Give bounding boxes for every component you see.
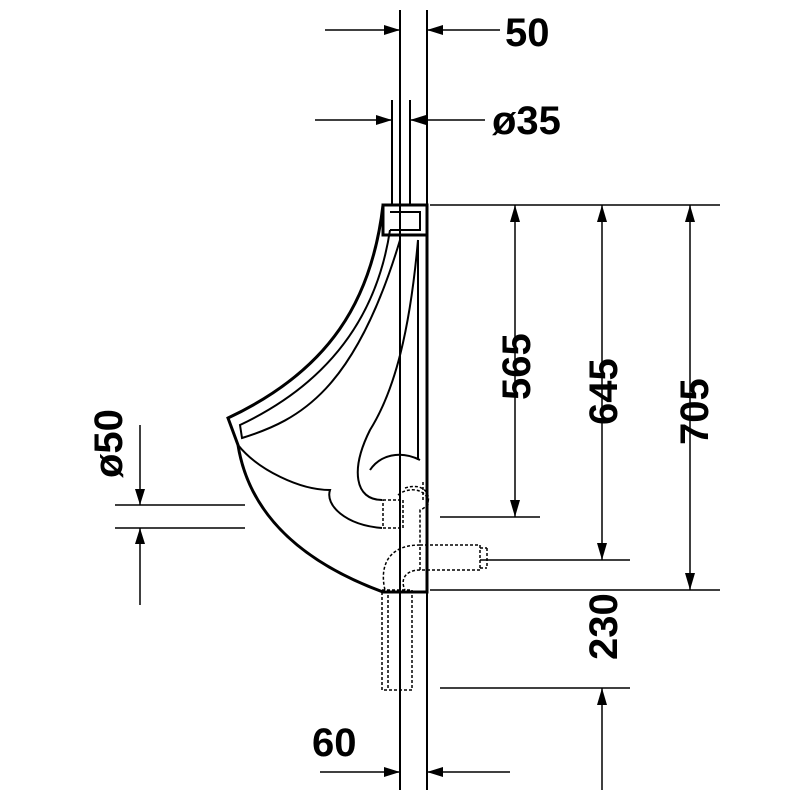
urinal-body — [226, 203, 429, 594]
dimension-d50-side: ø50 — [87, 409, 145, 605]
dim-label-50-top: 50 — [505, 11, 550, 55]
dim-label-d35: ø35 — [492, 99, 561, 143]
wall-lines — [391, 10, 428, 790]
dimension-705: 705 — [673, 205, 717, 590]
dim-label-645: 645 — [582, 358, 626, 425]
dim-label-230: 230 — [582, 593, 626, 660]
dim-label-565: 565 — [495, 333, 539, 400]
trap-dashed — [381, 482, 488, 691]
dimension-50-top: 50 — [325, 11, 550, 55]
dim-label-d50-side: ø50 — [87, 409, 131, 478]
dim-label-60: 60 — [312, 721, 357, 765]
reference-lines — [115, 204, 720, 689]
dimension-60: 60 — [312, 721, 510, 777]
dimension-565: 565 — [495, 205, 539, 517]
dimension-d35: ø35 — [315, 99, 561, 143]
dimension-230: 230 — [582, 593, 626, 790]
dim-label-705: 705 — [673, 378, 717, 445]
dimension-645: 645 — [582, 205, 626, 560]
